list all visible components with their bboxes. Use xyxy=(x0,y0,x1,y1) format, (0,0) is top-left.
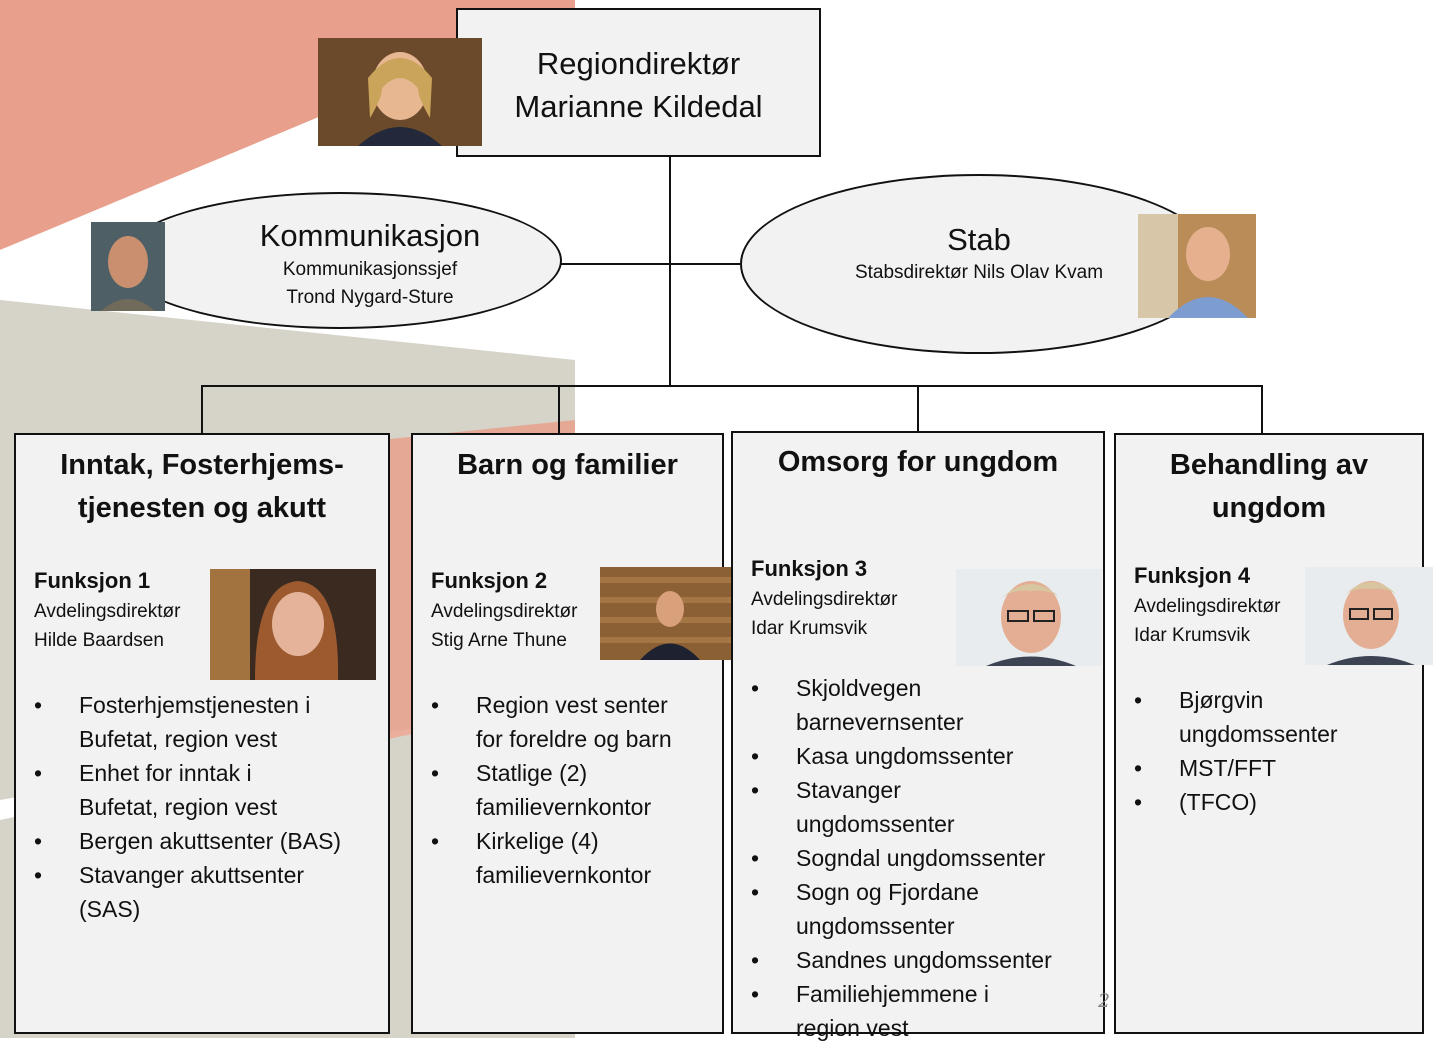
stab-photo xyxy=(1138,214,1256,318)
regiondirektor-name: Marianne Kildedal xyxy=(514,89,763,124)
connector-col2 xyxy=(558,385,560,433)
list-item: Sogndal ungdomssenter xyxy=(751,841,1096,875)
kommunikasjon-role: Kommunikasjonssjef xyxy=(282,259,458,280)
person-photo-icon xyxy=(956,569,1102,666)
kommunikasjon-name: Trond Nygard-Sture xyxy=(286,287,454,308)
stab-title: Stab xyxy=(947,222,1011,257)
slide-number: 2 xyxy=(1098,990,1111,1012)
director-photo xyxy=(210,569,376,680)
function-label: Funksjon 1 xyxy=(34,568,151,593)
function-director: Avdelingsdirektør Stig Arne Thune xyxy=(431,601,578,651)
list-item: Kasa ungdomssenter xyxy=(751,739,1096,773)
regiondirektor-photo xyxy=(318,38,482,146)
connector-col1 xyxy=(201,385,203,433)
column-title: Omsorg for ungdom xyxy=(777,446,1059,478)
connector-main-vertical xyxy=(669,157,671,386)
list-item: Kirkelige (4)familievernkontor xyxy=(431,824,716,892)
function-label: Funksjon 3 xyxy=(751,556,868,581)
regiondirektor-title: Regiondirektør xyxy=(536,46,741,81)
regiondirektor-box: Regiondirektør Marianne Kildedal xyxy=(456,8,821,157)
list-item: (TFCO) xyxy=(1134,785,1419,819)
person-photo-icon xyxy=(210,569,376,680)
function-director: Avdelingsdirektør Idar Krumsvik xyxy=(1134,596,1281,646)
list-item: MST/FFT xyxy=(1134,751,1419,785)
director-photo xyxy=(956,569,1102,666)
stab-subtitle: Stabsdirektør Nils Olav Kvam xyxy=(854,262,1104,283)
list-item: Stavanger akuttsenter(SAS) xyxy=(34,858,379,926)
column-title: Inntak, Fosterhjems- tjenesten og akutt xyxy=(60,449,344,524)
person-photo-icon xyxy=(600,567,740,660)
kommunikasjon-title: Kommunikasjon xyxy=(259,218,481,253)
person-photo-icon xyxy=(318,38,482,146)
connector-komm-stab xyxy=(560,263,740,265)
connector-col4 xyxy=(1261,385,1263,433)
kommunikasjon-ellipse: Kommunikasjon Kommunikasjonssjef Trond N… xyxy=(118,192,562,329)
kommunikasjon-photo xyxy=(91,222,165,311)
function-director: Avdelingsdirektør Hilde Baardsen xyxy=(34,601,181,651)
function-director: Avdelingsdirektør Idar Krumsvik xyxy=(751,589,898,639)
column-title: Barn og familier xyxy=(457,449,678,481)
director-photo xyxy=(600,567,740,660)
list-item: Statlige (2)familievernkontor xyxy=(431,756,716,824)
function-label: Funksjon 2 xyxy=(431,568,548,593)
list-item: Bergen akuttsenter (BAS) xyxy=(34,824,379,858)
list-item: Sandnes ungdomssenter xyxy=(751,943,1096,977)
function-label: Funksjon 4 xyxy=(1134,563,1251,588)
director-photo xyxy=(1305,567,1433,665)
connector-horizontal xyxy=(201,385,1263,387)
person-photo-icon xyxy=(91,222,165,311)
person-photo-icon xyxy=(1138,214,1256,318)
connector-col3 xyxy=(917,385,919,431)
person-photo-icon xyxy=(1305,567,1433,665)
column-title: Behandling av ungdom xyxy=(1169,449,1369,524)
